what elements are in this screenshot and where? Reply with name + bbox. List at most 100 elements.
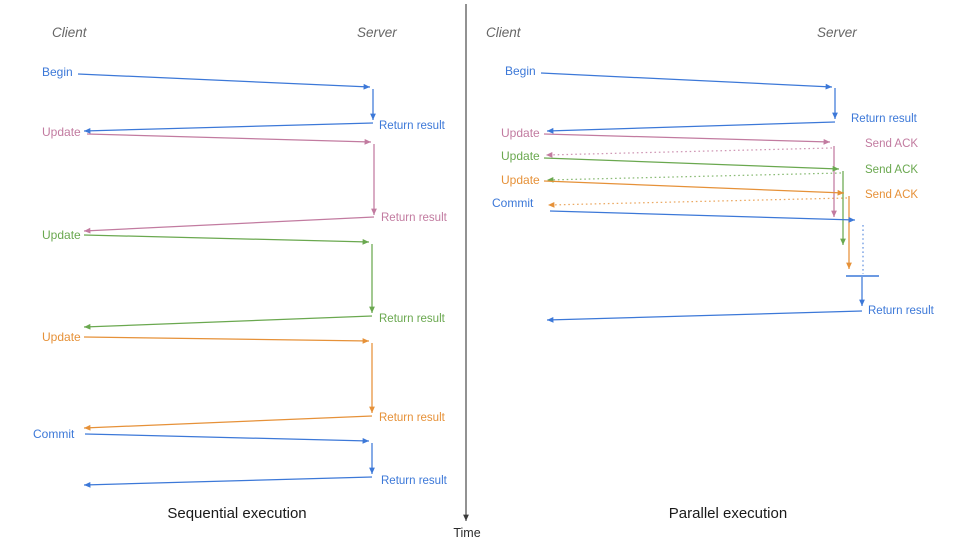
response-arrow-line	[546, 310, 863, 321]
response-arrow-line	[546, 121, 836, 132]
response-arrow-line	[83, 415, 373, 429]
server-processing-line	[371, 144, 377, 215]
response-label: Return result	[868, 305, 935, 317]
request-label: Update	[501, 173, 540, 187]
request-arrow-line	[540, 72, 833, 88]
server-processing-line	[832, 88, 838, 119]
request-label: Update	[501, 149, 540, 163]
ack-label: Send ACK	[865, 138, 918, 150]
request-label: Update	[501, 126, 540, 140]
arrowhead	[369, 306, 375, 313]
request-arrow	[83, 234, 370, 245]
response-label: Return result	[381, 212, 448, 224]
request-arrow-line	[86, 133, 372, 143]
server-processing-line	[369, 343, 375, 413]
arrowhead	[364, 139, 371, 145]
request-label: Update	[42, 228, 81, 242]
server-processing-line	[369, 244, 375, 313]
arrowhead	[371, 208, 377, 215]
arrowhead	[823, 139, 830, 145]
response-arrow	[546, 310, 863, 323]
server-processing-line	[831, 146, 837, 217]
client-column-header: Client	[52, 25, 88, 40]
arrowhead	[837, 189, 844, 196]
request-arrow	[77, 73, 371, 90]
ack-response-arrow	[546, 172, 842, 183]
response-arrow	[83, 476, 373, 488]
arrowhead	[548, 202, 555, 208]
client-column-header: Client	[486, 25, 522, 40]
arrowhead	[463, 514, 469, 521]
request-arrow-line	[543, 133, 831, 143]
response-arrow	[83, 415, 373, 431]
arrowhead	[363, 83, 370, 90]
arrowhead	[547, 127, 554, 134]
request-label: Commit	[492, 196, 534, 210]
ack-response-arrow	[547, 197, 848, 208]
panel-caption: Parallel execution	[669, 505, 787, 522]
server-processing-line	[369, 443, 375, 474]
request-arrow	[83, 336, 370, 344]
request-arrow	[540, 72, 833, 90]
arrowhead	[369, 467, 375, 474]
arrowhead	[832, 112, 838, 119]
arrowhead	[362, 239, 369, 245]
ack-label: Send ACK	[865, 189, 918, 201]
request-label: Update	[42, 330, 81, 344]
response-label: Return result	[381, 475, 448, 487]
arrowhead	[859, 299, 865, 306]
commit-exec-line	[859, 277, 865, 306]
arrowhead	[848, 217, 855, 223]
arrowhead	[84, 227, 91, 234]
arrowhead	[362, 338, 369, 344]
response-label: Return result	[851, 113, 918, 125]
response-arrow	[83, 216, 375, 234]
arrowhead	[825, 83, 832, 90]
ack-response-arrow-line	[546, 172, 842, 181]
request-arrow	[84, 433, 370, 444]
request-arrow	[86, 133, 372, 145]
arrowhead	[832, 165, 839, 172]
ack-response-arrow	[545, 147, 833, 158]
server-column-header: Server	[357, 25, 397, 40]
arrowhead	[362, 438, 369, 444]
server-processing-line	[370, 89, 376, 120]
arrowhead	[84, 424, 91, 431]
ack-response-arrow-line	[545, 147, 833, 156]
response-arrow	[83, 122, 374, 134]
response-label: Return result	[379, 313, 446, 325]
request-arrow	[543, 180, 845, 196]
arrowhead	[84, 323, 91, 330]
request-arrow	[549, 210, 856, 223]
request-arrow-line	[83, 234, 370, 243]
request-label: Commit	[33, 427, 75, 441]
response-label: Return result	[379, 120, 446, 132]
time-axis-label: Time	[453, 526, 480, 540]
request-arrow-line	[543, 180, 845, 194]
request-arrow-line	[77, 73, 371, 88]
time-axis-arrow	[463, 4, 469, 521]
response-arrow-line	[83, 122, 374, 132]
ack-response-arrow-line	[547, 197, 848, 206]
server-column-header: Server	[817, 25, 857, 40]
server-processing-line	[840, 171, 846, 245]
request-arrow	[543, 133, 831, 145]
request-arrow-line	[83, 336, 370, 342]
response-arrow	[83, 315, 373, 330]
arrowhead	[84, 128, 91, 134]
request-arrow-line	[543, 157, 840, 170]
time-axis: Time	[453, 4, 481, 540]
arrowhead	[546, 152, 553, 158]
panel-caption: Sequential execution	[167, 505, 306, 522]
arrowhead	[547, 317, 554, 323]
response-label: Return result	[379, 412, 446, 424]
